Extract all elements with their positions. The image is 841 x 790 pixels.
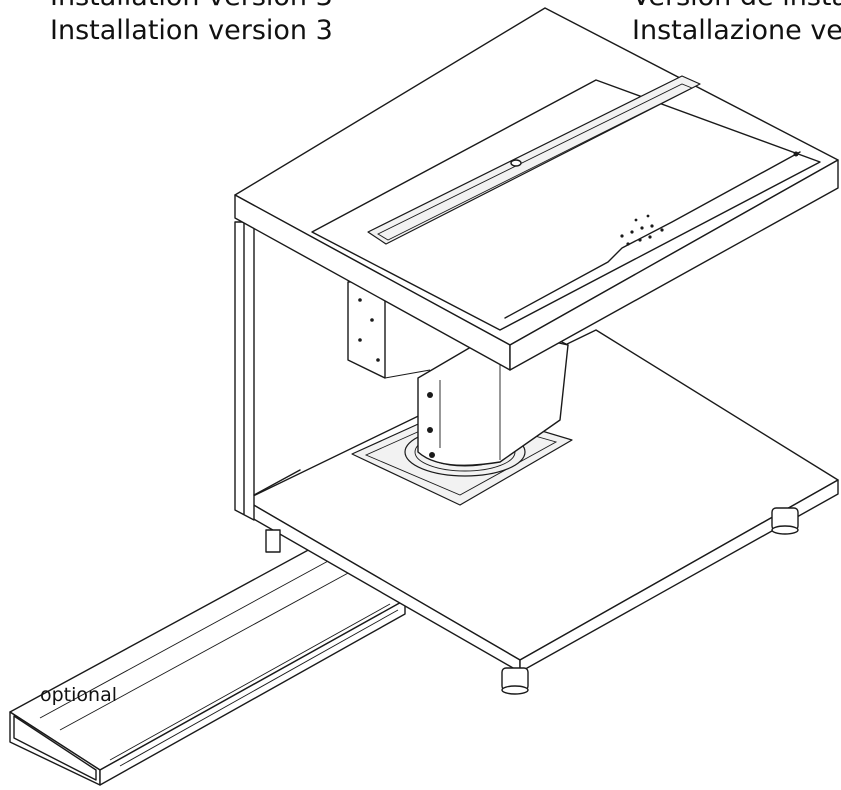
caption-left-line2: Installation version 3 bbox=[50, 15, 333, 46]
extractor-unit bbox=[347, 279, 569, 477]
cooktop-glass bbox=[311, 75, 821, 331]
caption-left-line1: Installation version 3 bbox=[50, 0, 333, 14]
flat-duct bbox=[9, 547, 406, 786]
caption-right-line2: Installazione ver bbox=[632, 15, 841, 46]
duct-optional-label: optional bbox=[40, 684, 118, 706]
cabinet-side bbox=[234, 221, 301, 521]
caption-right-line1: Version de insta bbox=[632, 0, 841, 14]
